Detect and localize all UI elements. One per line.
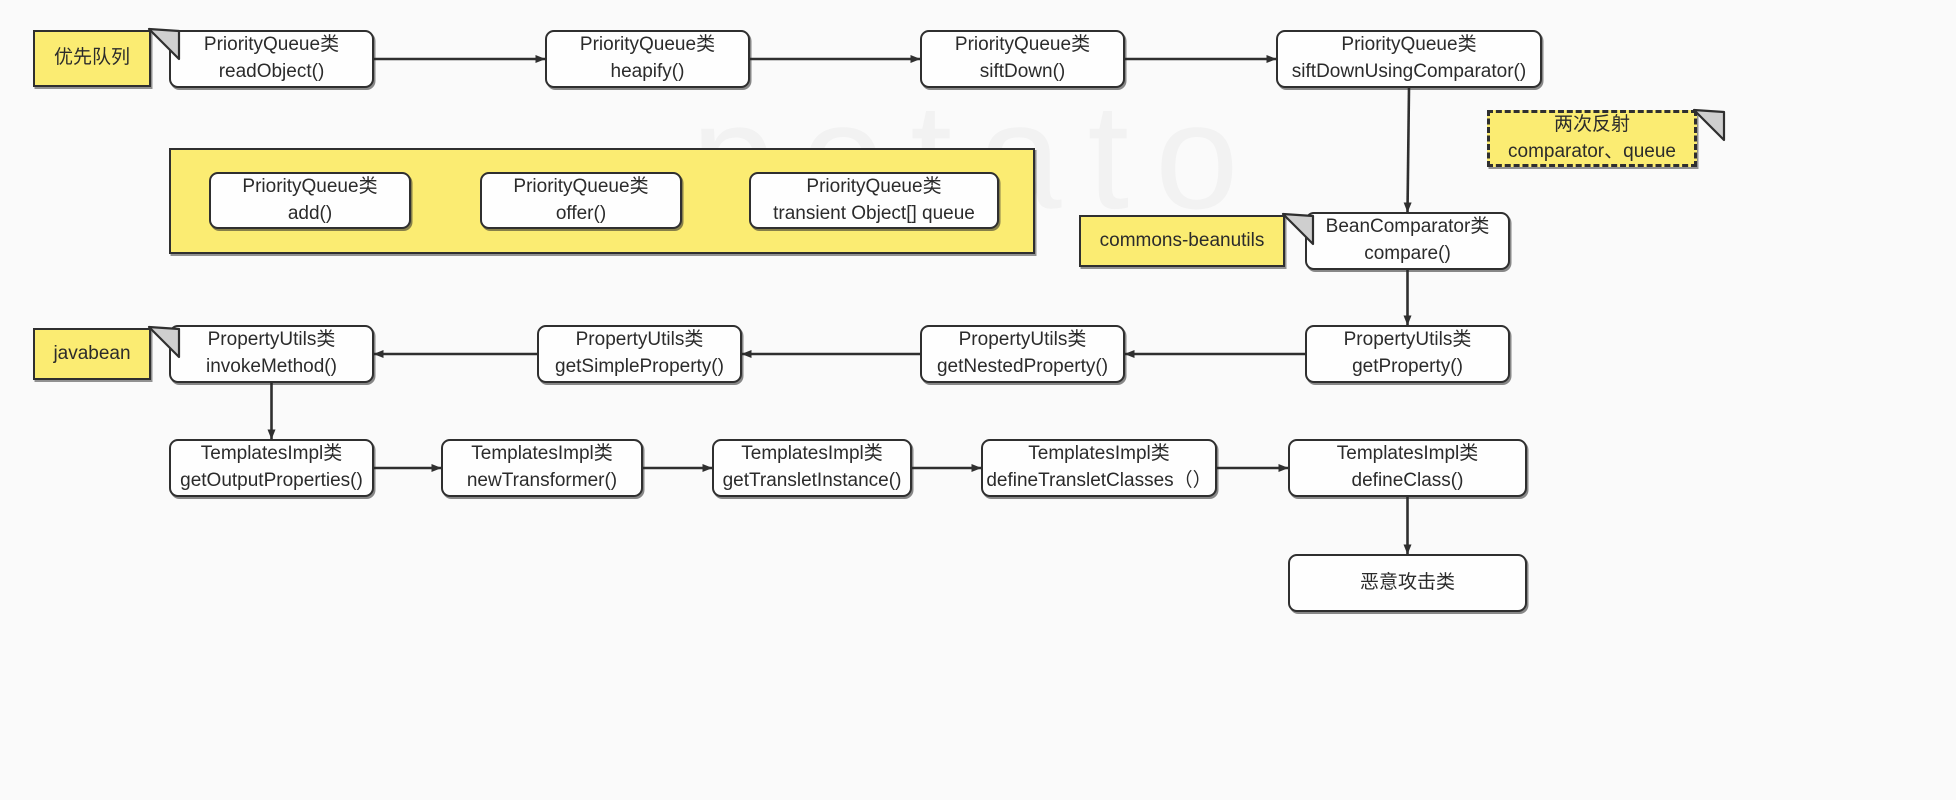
node-label-line2: siftDown() bbox=[979, 61, 1066, 82]
note-text: commons-beanutils bbox=[1099, 229, 1265, 251]
note-text: 优先队列 bbox=[53, 47, 130, 69]
node-defineclass[interactable]: TemplatesImpl类 defineClass() bbox=[1288, 439, 1527, 497]
node-label-line1: PriorityQueue类 bbox=[806, 175, 942, 197]
node-invokemethod[interactable]: PropertyUtils类 invokeMethod() bbox=[169, 325, 374, 383]
node-add[interactable]: PriorityQueue类 add() bbox=[209, 172, 411, 229]
node-label-line1: PropertyUtils类 bbox=[958, 329, 1087, 351]
note-line2: comparator、queue bbox=[1508, 140, 1676, 162]
note-fold-corner-icon bbox=[147, 27, 181, 61]
node-label-line1: PriorityQueue类 bbox=[954, 34, 1091, 56]
node-label-line1: PriorityQueue类 bbox=[513, 175, 649, 197]
node-label-line2: getTransletInstance() bbox=[722, 470, 902, 491]
node-label-line2: getNestedProperty() bbox=[936, 356, 1109, 377]
node-label-line1: TemplatesImpl类 bbox=[1028, 443, 1170, 465]
node-label-line1: PropertyUtils类 bbox=[1343, 329, 1472, 351]
node-label-line1: BeanComparator类 bbox=[1325, 216, 1490, 238]
node-label-line1: PriorityQueue类 bbox=[1341, 34, 1477, 56]
node-siftdown[interactable]: PriorityQueue类 siftDown() bbox=[920, 30, 1125, 88]
note-text: javabean bbox=[53, 342, 131, 364]
node-label-line1: TemplatesImpl类 bbox=[471, 443, 613, 465]
node-queue-field[interactable]: PriorityQueue类 transient Object[] queue bbox=[749, 172, 999, 229]
node-readobject[interactable]: PriorityQueue类 readObject() bbox=[169, 30, 374, 88]
node-newtransformer[interactable]: TemplatesImpl类 newTransformer() bbox=[441, 439, 643, 497]
note-commons-beanutils: commons-beanutils bbox=[1079, 212, 1315, 267]
node-label-line1: 恶意攻击类 bbox=[1359, 571, 1455, 593]
node-getoutputproperties[interactable]: TemplatesImpl类 getOutputProperties() bbox=[169, 439, 374, 497]
node-heapify[interactable]: PriorityQueue类 heapify() bbox=[545, 30, 750, 88]
note-priority-queue: 优先队列 bbox=[33, 27, 181, 87]
node-getnestedproperty[interactable]: PropertyUtils类 getNestedProperty() bbox=[920, 325, 1125, 383]
node-getproperty[interactable]: PropertyUtils类 getProperty() bbox=[1305, 325, 1510, 383]
node-label-line2: compare() bbox=[1364, 243, 1451, 264]
note-javabean: javabean bbox=[33, 325, 181, 380]
node-label-line2: siftDownUsingComparator() bbox=[1291, 61, 1527, 82]
node-malicious[interactable]: 恶意攻击类 bbox=[1288, 554, 1527, 612]
note-reflection: 两次反射 comparator、queue bbox=[1487, 108, 1726, 167]
node-label-line1: PropertyUtils类 bbox=[207, 329, 336, 351]
node-label-line2: newTransformer() bbox=[466, 470, 618, 491]
node-label-line2: defineClass() bbox=[1351, 470, 1464, 491]
node-offer[interactable]: PriorityQueue类 offer() bbox=[480, 172, 682, 229]
node-label-line2: transient Object[] queue bbox=[773, 202, 975, 224]
note-fold-corner-icon bbox=[147, 325, 181, 359]
node-label-line2: getProperty() bbox=[1352, 356, 1463, 377]
node-label-line2: getOutputProperties() bbox=[180, 470, 363, 491]
node-label-line1: PriorityQueue类 bbox=[242, 175, 378, 197]
node-beancomparator[interactable]: BeanComparator类 compare() bbox=[1305, 212, 1510, 270]
node-label-line2: invokeMethod() bbox=[206, 356, 337, 377]
node-label-line1: PropertyUtils类 bbox=[575, 329, 704, 351]
node-label-line1: TemplatesImpl类 bbox=[200, 443, 343, 465]
node-label-line1: TemplatesImpl类 bbox=[741, 443, 883, 465]
e-siftdownusingcomparator-beancomparator bbox=[1403, 87, 1412, 213]
node-label-line2: defineTransletClasses（） bbox=[986, 470, 1212, 491]
note-fold-corner-icon bbox=[1281, 212, 1315, 246]
node-label-line1: PriorityQueue类 bbox=[203, 34, 340, 56]
node-label-line1: TemplatesImpl类 bbox=[1336, 443, 1479, 465]
node-siftdownusingcomparator[interactable]: PriorityQueue类 siftDownUsingComparator() bbox=[1276, 30, 1542, 88]
node-label-line2: heapify() bbox=[610, 61, 685, 82]
node-getsimpleproperty[interactable]: PropertyUtils类 getSimpleProperty() bbox=[537, 325, 742, 383]
node-label-line1: PriorityQueue类 bbox=[579, 34, 716, 56]
node-gettransletinstance[interactable]: TemplatesImpl类 getTransletInstance() bbox=[712, 439, 912, 497]
node-definetransletclasses[interactable]: TemplatesImpl类 defineTransletClasses（） bbox=[981, 439, 1217, 497]
node-label-line2: offer() bbox=[555, 202, 607, 224]
node-label-line2: add() bbox=[287, 202, 333, 224]
node-label-line2: readObject() bbox=[218, 61, 325, 82]
note-fold-corner-icon bbox=[1692, 108, 1726, 142]
note-line1: 两次反射 bbox=[1553, 113, 1630, 135]
node-label-line2: getSimpleProperty() bbox=[555, 356, 724, 377]
